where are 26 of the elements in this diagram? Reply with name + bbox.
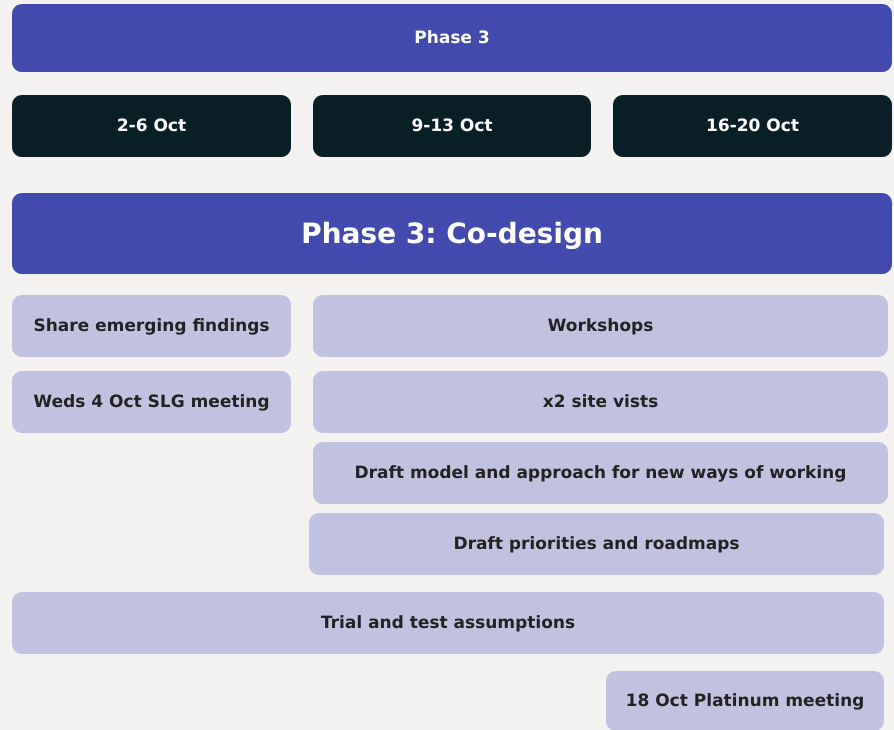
bar-label: Workshops <box>548 316 654 336</box>
bar-label: 9-13 Oct <box>411 116 493 136</box>
bar-label: Draft model and approach for new ways of working <box>354 463 846 483</box>
bar-label: Trial and test assumptions <box>320 613 576 633</box>
week-header <box>313 95 591 157</box>
activity-bar <box>313 295 888 357</box>
week-header <box>12 95 291 157</box>
bar-label: Share emerging findings <box>33 316 270 336</box>
phase-banner <box>12 4 892 72</box>
activity-bar <box>12 592 884 654</box>
bar-label: 2-6 Oct <box>116 116 186 136</box>
phase-title-banner <box>12 193 892 274</box>
bar-label: Draft priorities and roadmaps <box>453 534 740 554</box>
activity-bar <box>12 371 291 433</box>
bar-label: 18 Oct Platinum meeting <box>626 691 864 711</box>
activity-bar <box>12 295 291 357</box>
bar-label: x2 site vists <box>542 392 658 412</box>
activity-bar <box>313 442 888 504</box>
bar-label: Weds 4 Oct SLG meeting <box>33 392 270 412</box>
week-header <box>613 95 892 157</box>
bar-label: 16-20 Oct <box>706 116 799 136</box>
activity-bar <box>606 671 884 730</box>
bar-label: Phase 3 <box>414 28 490 48</box>
activity-bar <box>313 371 888 433</box>
activity-bar <box>309 513 884 575</box>
bar-label: Phase 3: Co-design <box>301 217 603 250</box>
